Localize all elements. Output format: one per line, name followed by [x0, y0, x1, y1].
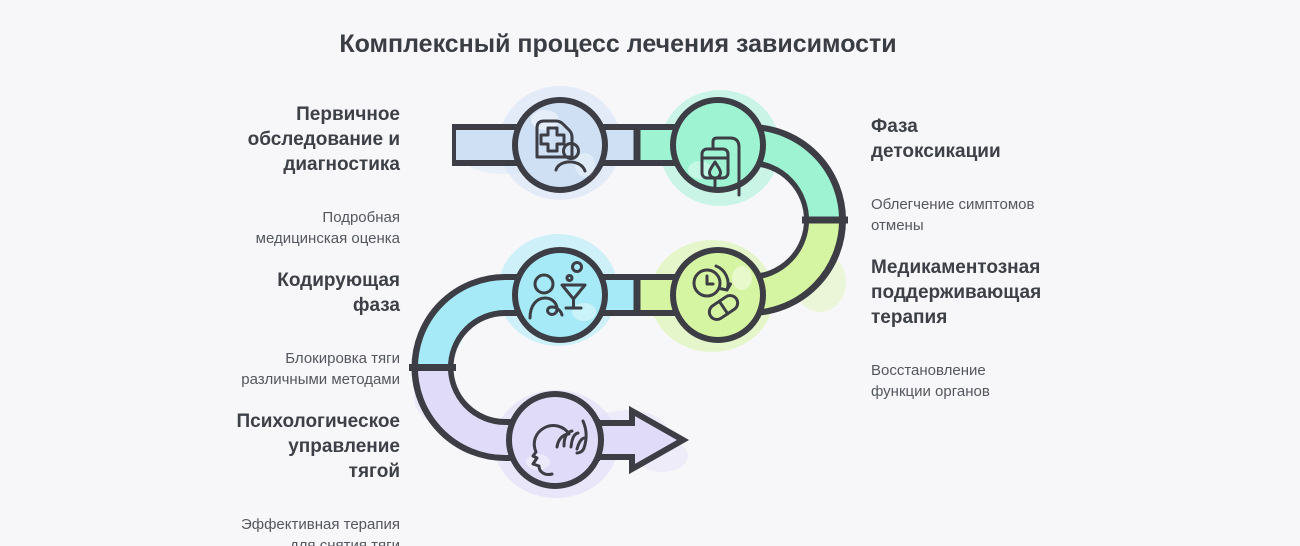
- segment-dividers: [409, 124, 848, 371]
- arrow-right-icon: [595, 405, 690, 475]
- step-2-subtitle: Облегчение симптомов отмены: [871, 196, 1035, 234]
- step-2-label: Фаза детоксикации Облегчение симптомов о…: [871, 96, 1151, 254]
- step-4-label: Кодирующая фаза Блокировка тяги различны…: [110, 250, 400, 408]
- step-4-subtitle: Блокировка тяги различными методами: [241, 350, 400, 388]
- page-title: Комплексный процесс лечения зависимости: [339, 30, 897, 58]
- step-2-title: Фаза детоксикации: [871, 116, 1001, 162]
- node-coding: [512, 247, 608, 343]
- step-1-label: Первичное обследование и диагностика Под…: [110, 84, 400, 267]
- step-3-subtitle: Восстановление функции органов: [871, 362, 990, 400]
- step-1-subtitle: Подробная медицинская оценка: [255, 209, 400, 247]
- iv-drip-icon: [700, 136, 741, 197]
- step-5-title: Психологическое управление тягой: [236, 411, 401, 482]
- step-5-label: Психологическое управление тягой Эффекти…: [110, 391, 401, 546]
- step-1-title: Первичное обследование и диагностика: [247, 104, 400, 175]
- medication-refresh-icon: [692, 264, 740, 321]
- step-3-label: Медикаментозная поддерживающая терапия В…: [871, 237, 1151, 420]
- segment-psychology: [417, 364, 606, 455]
- medical-report-icon: [535, 119, 587, 173]
- person-no-alcohol-icon: [528, 261, 587, 320]
- step-4-title: Кодирующая фаза: [277, 270, 400, 316]
- mind-management-icon: [531, 419, 588, 476]
- step-3-title: Медикаментозная поддерживающая терапия: [871, 257, 1042, 328]
- step-5-subtitle: Эффективная терапия для снятия тяги: [240, 516, 400, 546]
- segment-coding: [417, 280, 640, 371]
- node-medication: [670, 247, 766, 343]
